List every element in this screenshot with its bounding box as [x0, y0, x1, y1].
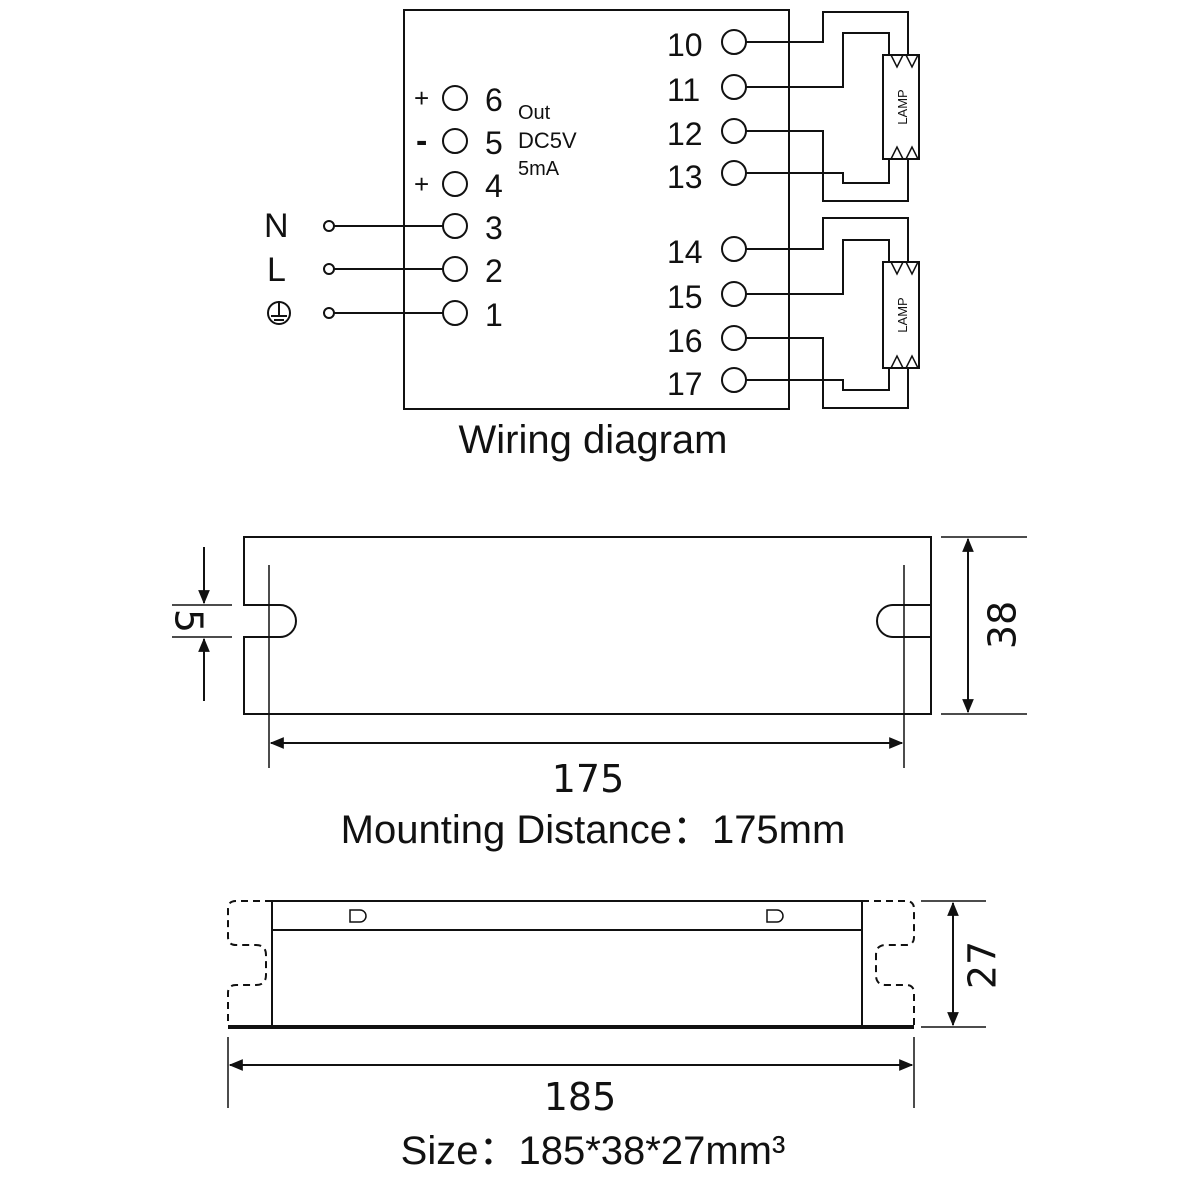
terminal-5-sign: - [416, 122, 427, 160]
height-dimension: 38 [941, 536, 1027, 715]
length-dimension: 185 [227, 1037, 915, 1119]
right-terminal-17: 17 [667, 366, 747, 402]
left-terminal-3: 3 [442, 210, 503, 246]
output-note: Out DC5V 5mA [518, 102, 577, 180]
terminal-10-number: 10 [667, 27, 703, 63]
right-terminal-11: 11 [667, 72, 747, 108]
right-foot-outline [862, 900, 915, 1025]
left-terminal-5: - 5 [416, 122, 503, 161]
lamp-1-label: LAMP [895, 89, 910, 124]
terminal-4-screw-icon [442, 171, 468, 197]
terminal-2-screw-icon [442, 256, 468, 282]
terminal-1-screw-icon [442, 300, 468, 326]
left-terminal-4: + 4 [414, 168, 503, 204]
slot-dimension-value: 5 [167, 609, 211, 633]
input-ground-connector-icon [323, 307, 335, 319]
input-n: N [264, 207, 443, 245]
mounting-distance-value: 175 [552, 757, 625, 801]
terminal-11-screw-icon [721, 74, 747, 100]
terminal-12-screw-icon [721, 118, 747, 144]
terminal-13-number: 13 [667, 159, 703, 195]
wiring-caption: Wiring diagram [459, 418, 728, 462]
mounting-caption: Mounting Distance：175mm [341, 808, 846, 852]
input-l-connector-icon [323, 263, 335, 275]
output-note-line1: Out [518, 102, 551, 124]
terminal-1-number: 1 [485, 297, 503, 333]
size-caption-prefix: Size： [401, 1129, 519, 1173]
wiring-diagram: + 6 - 5 + 4 3 2 1 Out DC5V [264, 9, 920, 462]
terminal-5-screw-icon [442, 128, 468, 154]
terminal-11-number: 11 [667, 72, 700, 108]
slot-dimension: 5 [167, 547, 232, 701]
terminal-16-number: 16 [667, 323, 703, 359]
lamp-2 [882, 261, 920, 369]
terminal-3-screw-icon [442, 213, 468, 239]
left-terminal-2: 2 [442, 253, 503, 289]
right-terminal-13: 13 [667, 159, 747, 195]
left-terminal-6: + 6 [414, 82, 503, 118]
side-view: 27 185 Size：185*38*27mm³ [227, 900, 1005, 1173]
side-height-value: 27 [961, 941, 1005, 989]
right-mounting-slot [876, 604, 931, 638]
input-l-label: L [267, 251, 286, 289]
terminal-14-number: 14 [667, 234, 703, 270]
left-terminal-1: 1 [442, 297, 503, 333]
side-height-dimension: 27 [921, 900, 1005, 1028]
left-foot-outline [227, 900, 272, 1025]
right-terminal-15: 15 [667, 279, 747, 315]
terminal-6-sign: + [414, 83, 429, 113]
terminal-6-number: 6 [485, 82, 503, 118]
output-note-line2: DC5V [518, 128, 577, 153]
input-l: L [267, 251, 443, 289]
terminal-16-screw-icon [721, 325, 747, 351]
right-terminal-12: 12 [667, 116, 747, 152]
terminal-15-number: 15 [667, 279, 703, 315]
terminal-17-screw-icon [721, 367, 747, 393]
terminal-6-screw-icon [442, 85, 468, 111]
right-terminal-14: 14 [667, 234, 747, 270]
lamp-2-label: LAMP [895, 297, 910, 332]
terminal-13-screw-icon [721, 160, 747, 186]
height-dimension-value: 38 [981, 601, 1025, 649]
size-caption-value: 185*38*27mm³ [518, 1129, 785, 1173]
length-value: 185 [544, 1075, 617, 1119]
terminal-12-number: 12 [667, 116, 703, 152]
size-caption: Size：185*38*27mm³ [401, 1129, 786, 1173]
mounting-distance-dimension: 175 [268, 565, 905, 801]
terminal-15-screw-icon [721, 281, 747, 307]
input-n-connector-icon [323, 220, 335, 232]
lamp-1 [882, 54, 920, 160]
input-ground [267, 301, 443, 325]
lamp-2-wiring: LAMP [746, 217, 920, 409]
input-n-label: N [264, 207, 289, 245]
terminal-14-screw-icon [721, 236, 747, 262]
clip-left-icon [349, 909, 367, 923]
output-note-line3: 5mA [518, 158, 560, 180]
lamp-1-wiring: LAMP [746, 11, 920, 202]
terminal-5-number: 5 [485, 125, 503, 161]
terminal-17-number: 17 [667, 366, 703, 402]
right-terminal-10: 10 [667, 27, 747, 63]
side-view-body [271, 900, 863, 1027]
top-view-outline [243, 536, 932, 715]
terminal-4-number: 4 [485, 168, 503, 204]
terminal-2-number: 2 [485, 253, 503, 289]
ground-icon [267, 301, 291, 325]
clip-right-icon [766, 909, 784, 923]
terminal-4-sign: + [414, 169, 429, 199]
terminal-10-screw-icon [721, 29, 747, 55]
mounting-view: 5 38 175 Mounting Distance：175mm [167, 536, 1027, 852]
terminal-3-number: 3 [485, 210, 503, 246]
controller-box [403, 9, 790, 410]
right-terminal-16: 16 [667, 323, 747, 359]
